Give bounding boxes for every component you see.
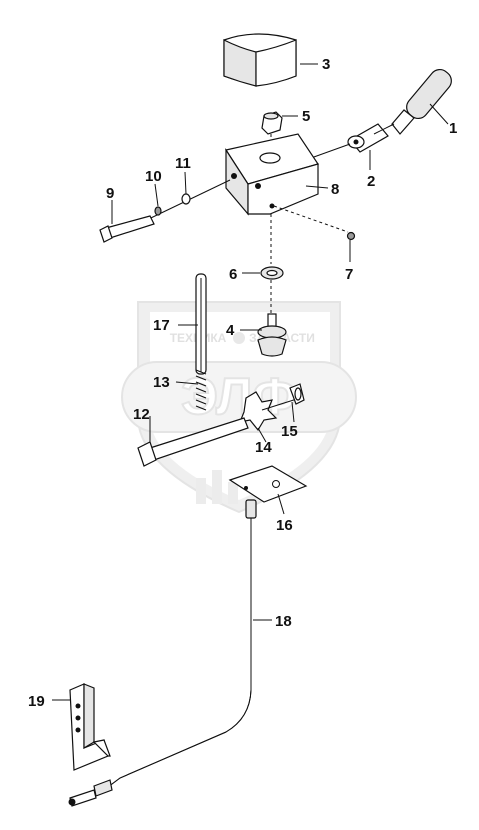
callout-15: 15	[281, 423, 298, 440]
watermark-logo: ЭЛФ ТЕХНИКА ЗАПЧАСТИ	[121, 301, 357, 514]
callout-12: 12	[133, 406, 150, 423]
callout-5: 5	[302, 108, 310, 125]
callout-8: 8	[331, 181, 339, 198]
part-washer	[260, 214, 284, 318]
callout-19: 19	[28, 693, 45, 710]
callout-1: 1	[449, 120, 457, 137]
callout-17: 17	[153, 317, 170, 334]
callout-4: 4	[226, 322, 235, 339]
part-bolt-washers	[99, 179, 231, 243]
callout-6: 6	[229, 266, 237, 283]
part-housing-block	[225, 133, 319, 216]
part-rod-spring	[195, 273, 207, 411]
callout-11: 11	[175, 155, 191, 172]
part-bolt	[137, 417, 249, 467]
callout-2: 2	[367, 173, 375, 190]
callout-9: 9	[106, 185, 114, 202]
callout-14: 14	[255, 439, 272, 456]
part-gear	[257, 313, 287, 357]
part-small-screw	[273, 205, 356, 241]
part-cover	[223, 33, 297, 87]
callout-3: 3	[322, 56, 330, 73]
callout-7: 7	[345, 266, 353, 283]
callout-16: 16	[276, 517, 293, 534]
part-mount-bracket	[69, 683, 111, 771]
part-handle-lever	[299, 68, 452, 163]
part-cable	[68, 499, 257, 807]
callout-labels: 1 2 3 4 5 6 7 8 9 10 11 12 13 14 15 16 1…	[28, 56, 457, 710]
callout-18: 18	[275, 613, 292, 630]
part-bracket-plate	[228, 465, 308, 503]
callout-10: 10	[145, 168, 162, 185]
callout-13: 13	[153, 374, 170, 391]
leader-lines	[52, 63, 449, 701]
watermark-center-text: ЭЛФ	[181, 368, 297, 426]
